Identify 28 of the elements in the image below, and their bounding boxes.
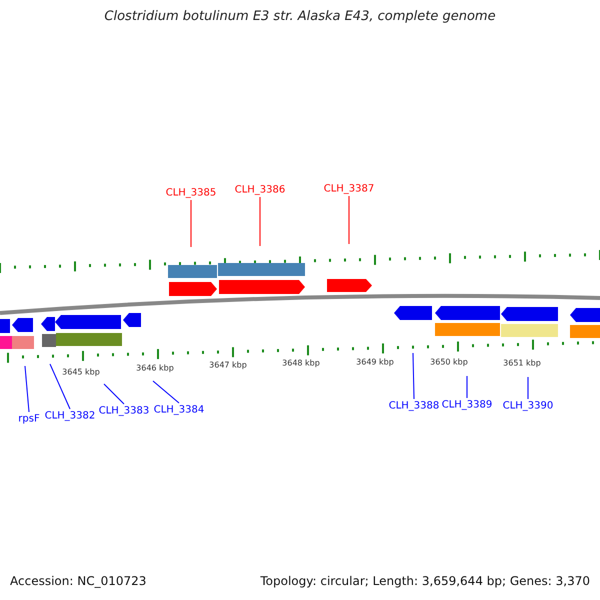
footer-note: Accession: NC_010723: [10, 574, 146, 588]
leader-line: [24, 366, 30, 412]
scale-label: 3648 kbp: [282, 358, 320, 368]
scale-label: 3650 kbp: [430, 358, 468, 366]
leader-line: [412, 352, 414, 400]
scale-label: 3649 kbp: [356, 358, 394, 366]
diagram-title: Clostridium botulinum E3 str. Alaska E43, complete genome: [103, 9, 497, 24]
gene-label: CLH_3387: [324, 184, 374, 194]
footer-note: Topology: circular; Length: 3,659,644 bp; Genes: 3,370: [260, 574, 590, 588]
gene-label: CLH_3386: [234, 184, 286, 196]
leader-line: [190, 200, 192, 248]
scale-label: 3646 kbp: [136, 364, 174, 372]
gene-label: CLH_3390: [502, 400, 554, 412]
scale-label: 3651 kbp: [503, 358, 541, 368]
gene-label: CLH_3384: [154, 404, 204, 416]
leader-line: [466, 376, 468, 398]
gene-label: CLH_3388: [388, 400, 440, 412]
scale-label: 3645 kbp: [62, 368, 100, 376]
leader-line: [152, 380, 180, 404]
leader-line: [50, 364, 70, 410]
gene-label: CLH_3383: [98, 406, 150, 416]
leader-line: [348, 196, 350, 244]
gene-label: CLH_3389: [442, 400, 492, 410]
scale-label: 3647 kbp: [209, 360, 247, 370]
leader-line: [104, 384, 124, 404]
gene-label: CLH_3385: [166, 188, 216, 198]
gene-label: CLH_3382: [44, 410, 96, 422]
gene-label: rpsF: [18, 414, 40, 424]
